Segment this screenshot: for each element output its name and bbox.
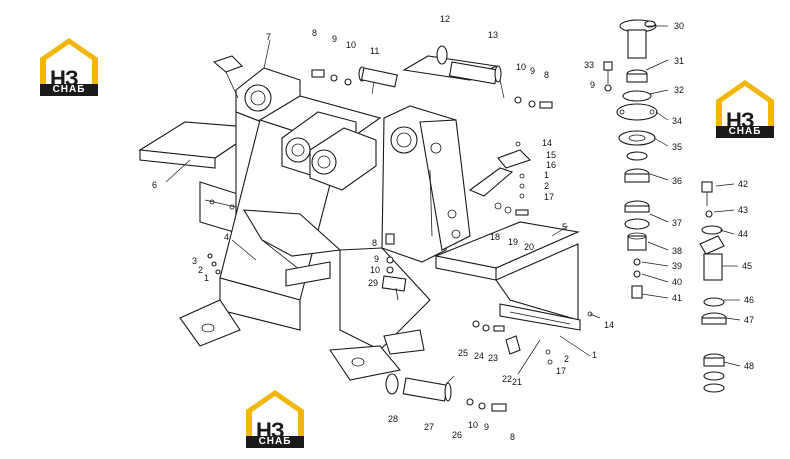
callout-label: 27 (424, 422, 434, 432)
small-pin-group (381, 233, 407, 301)
left-platform (138, 121, 262, 236)
callout-label: 36 (672, 176, 682, 186)
callout-label: 43 (738, 205, 748, 215)
callout-label: 6 (152, 180, 157, 190)
callout-label: 14 (542, 138, 552, 148)
callout-label: 37 (672, 218, 682, 228)
brand-logo: НЗ СНАБ (712, 78, 778, 138)
callout-label: 8 (372, 238, 377, 248)
house-roof-icon (246, 390, 304, 448)
callout-label: 4 (224, 232, 229, 242)
left-pin-group (311, 66, 398, 95)
house-roof-icon (40, 38, 98, 96)
callout-label: 26 (452, 430, 462, 440)
callout-label: 32 (674, 85, 684, 95)
callout-label: 21 (512, 377, 522, 387)
bottom-pin-group (385, 373, 507, 412)
callout-label: 38 (672, 246, 682, 256)
callout-label: 15 (546, 150, 556, 160)
callout-label: 22 (502, 374, 512, 384)
callout-label: 2 (544, 181, 549, 191)
callout-label: 31 (674, 56, 684, 66)
callout-label: 7 (266, 32, 271, 42)
callout-label: 2 (564, 354, 569, 364)
callout-label: 34 (672, 116, 682, 126)
callout-label: 10 (516, 62, 526, 72)
callout-label: 29 (368, 278, 378, 288)
callout-label: 10 (468, 420, 478, 430)
callout-label: 44 (738, 229, 748, 239)
callout-label: 5 (562, 222, 567, 232)
callout-label: 1 (204, 273, 209, 283)
lower-stack (699, 181, 727, 393)
callout-label: 41 (672, 293, 682, 303)
bottom-center-fasteners (472, 311, 593, 365)
top-pin-group (402, 45, 553, 109)
house-roof-icon (716, 80, 774, 138)
callout-label: 30 (674, 21, 684, 31)
callout-label: 20 (524, 242, 534, 252)
callout-label: 17 (556, 366, 566, 376)
callout-label: 8 (510, 432, 515, 442)
center-upright (281, 111, 377, 191)
callout-label: 25 (458, 348, 468, 358)
callout-label: 8 (544, 70, 549, 80)
callout-label: 48 (744, 361, 754, 371)
right-platform (434, 221, 581, 331)
callout-label: 17 (544, 192, 554, 202)
callout-label: 9 (590, 80, 595, 90)
bracket-group (468, 141, 532, 216)
callout-label: 11 (370, 46, 379, 56)
callout-label: 35 (672, 142, 682, 152)
callout-label: 10 (346, 40, 356, 50)
frame-right-leg (329, 105, 471, 381)
callout-label: 47 (744, 315, 754, 325)
callout-label: 9 (332, 34, 337, 44)
callout-label: 42 (738, 179, 748, 189)
callout-label: 9 (530, 66, 535, 76)
callout-label: 39 (672, 261, 682, 271)
callout-label: 14 (604, 320, 614, 330)
callout-label: 10 (370, 265, 380, 275)
callout-label: 2 (198, 265, 203, 275)
brand-logo: НЗ СНАБ (242, 388, 308, 448)
callout-label: 23 (488, 353, 498, 363)
callout-label: 9 (484, 422, 489, 432)
brand-word: СНАБ (246, 436, 304, 448)
callout-label: 28 (388, 414, 398, 424)
callout-label: 19 (508, 237, 518, 247)
callout-label: 1 (592, 350, 597, 360)
callout-labels: 30 31 32 34 35 36 37 38 39 40 41 42 43 4… (152, 14, 754, 442)
brand-word: СНАБ (716, 126, 774, 138)
callout-label: 45 (742, 261, 752, 271)
callout-label: 8 (312, 28, 317, 38)
callout-label: 24 (474, 351, 484, 361)
callout-label: 16 (546, 160, 556, 170)
brand-word: СНАБ (40, 84, 98, 96)
upper-stack (603, 19, 658, 299)
leader-lines (165, 25, 741, 375)
callout-label: 9 (374, 254, 379, 264)
bottom-left-fasteners (207, 253, 221, 275)
callout-label: 3 (192, 256, 197, 266)
brand-logo: НЗ СНАБ (36, 36, 102, 96)
callout-label: 18 (490, 232, 500, 242)
callout-label: 40 (672, 277, 682, 287)
callout-label: 12 (440, 14, 450, 24)
callout-label: 1 (544, 170, 549, 180)
callout-label: 46 (744, 295, 754, 305)
callout-label: 13 (488, 30, 498, 40)
callout-label: 33 (584, 60, 594, 70)
